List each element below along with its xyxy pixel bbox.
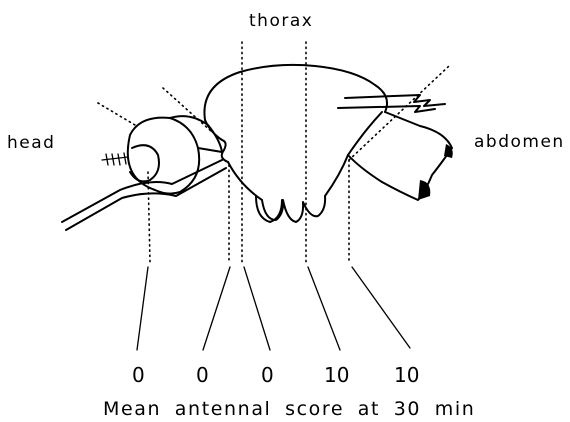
score-values: 0 0 0 10 10 [132,363,419,387]
thorax [204,65,387,222]
dotted-guides [98,42,449,262]
score-value: 10 [394,363,419,387]
abdomen-label: abdomen [474,132,565,152]
score-value: 10 [324,363,349,387]
score-leaders [137,267,410,350]
score-value: 0 [196,363,209,387]
abdomen [348,112,453,200]
wing-stubs [338,95,445,112]
antenna [102,153,128,165]
score-value: 0 [132,363,145,387]
figure-caption: Mean antennal score at 30 min [103,398,475,420]
legs [62,160,226,230]
score-value: 0 [261,363,274,387]
head-label: head [7,133,55,153]
thorax-label: thorax [249,11,313,31]
insect-body [62,65,453,230]
